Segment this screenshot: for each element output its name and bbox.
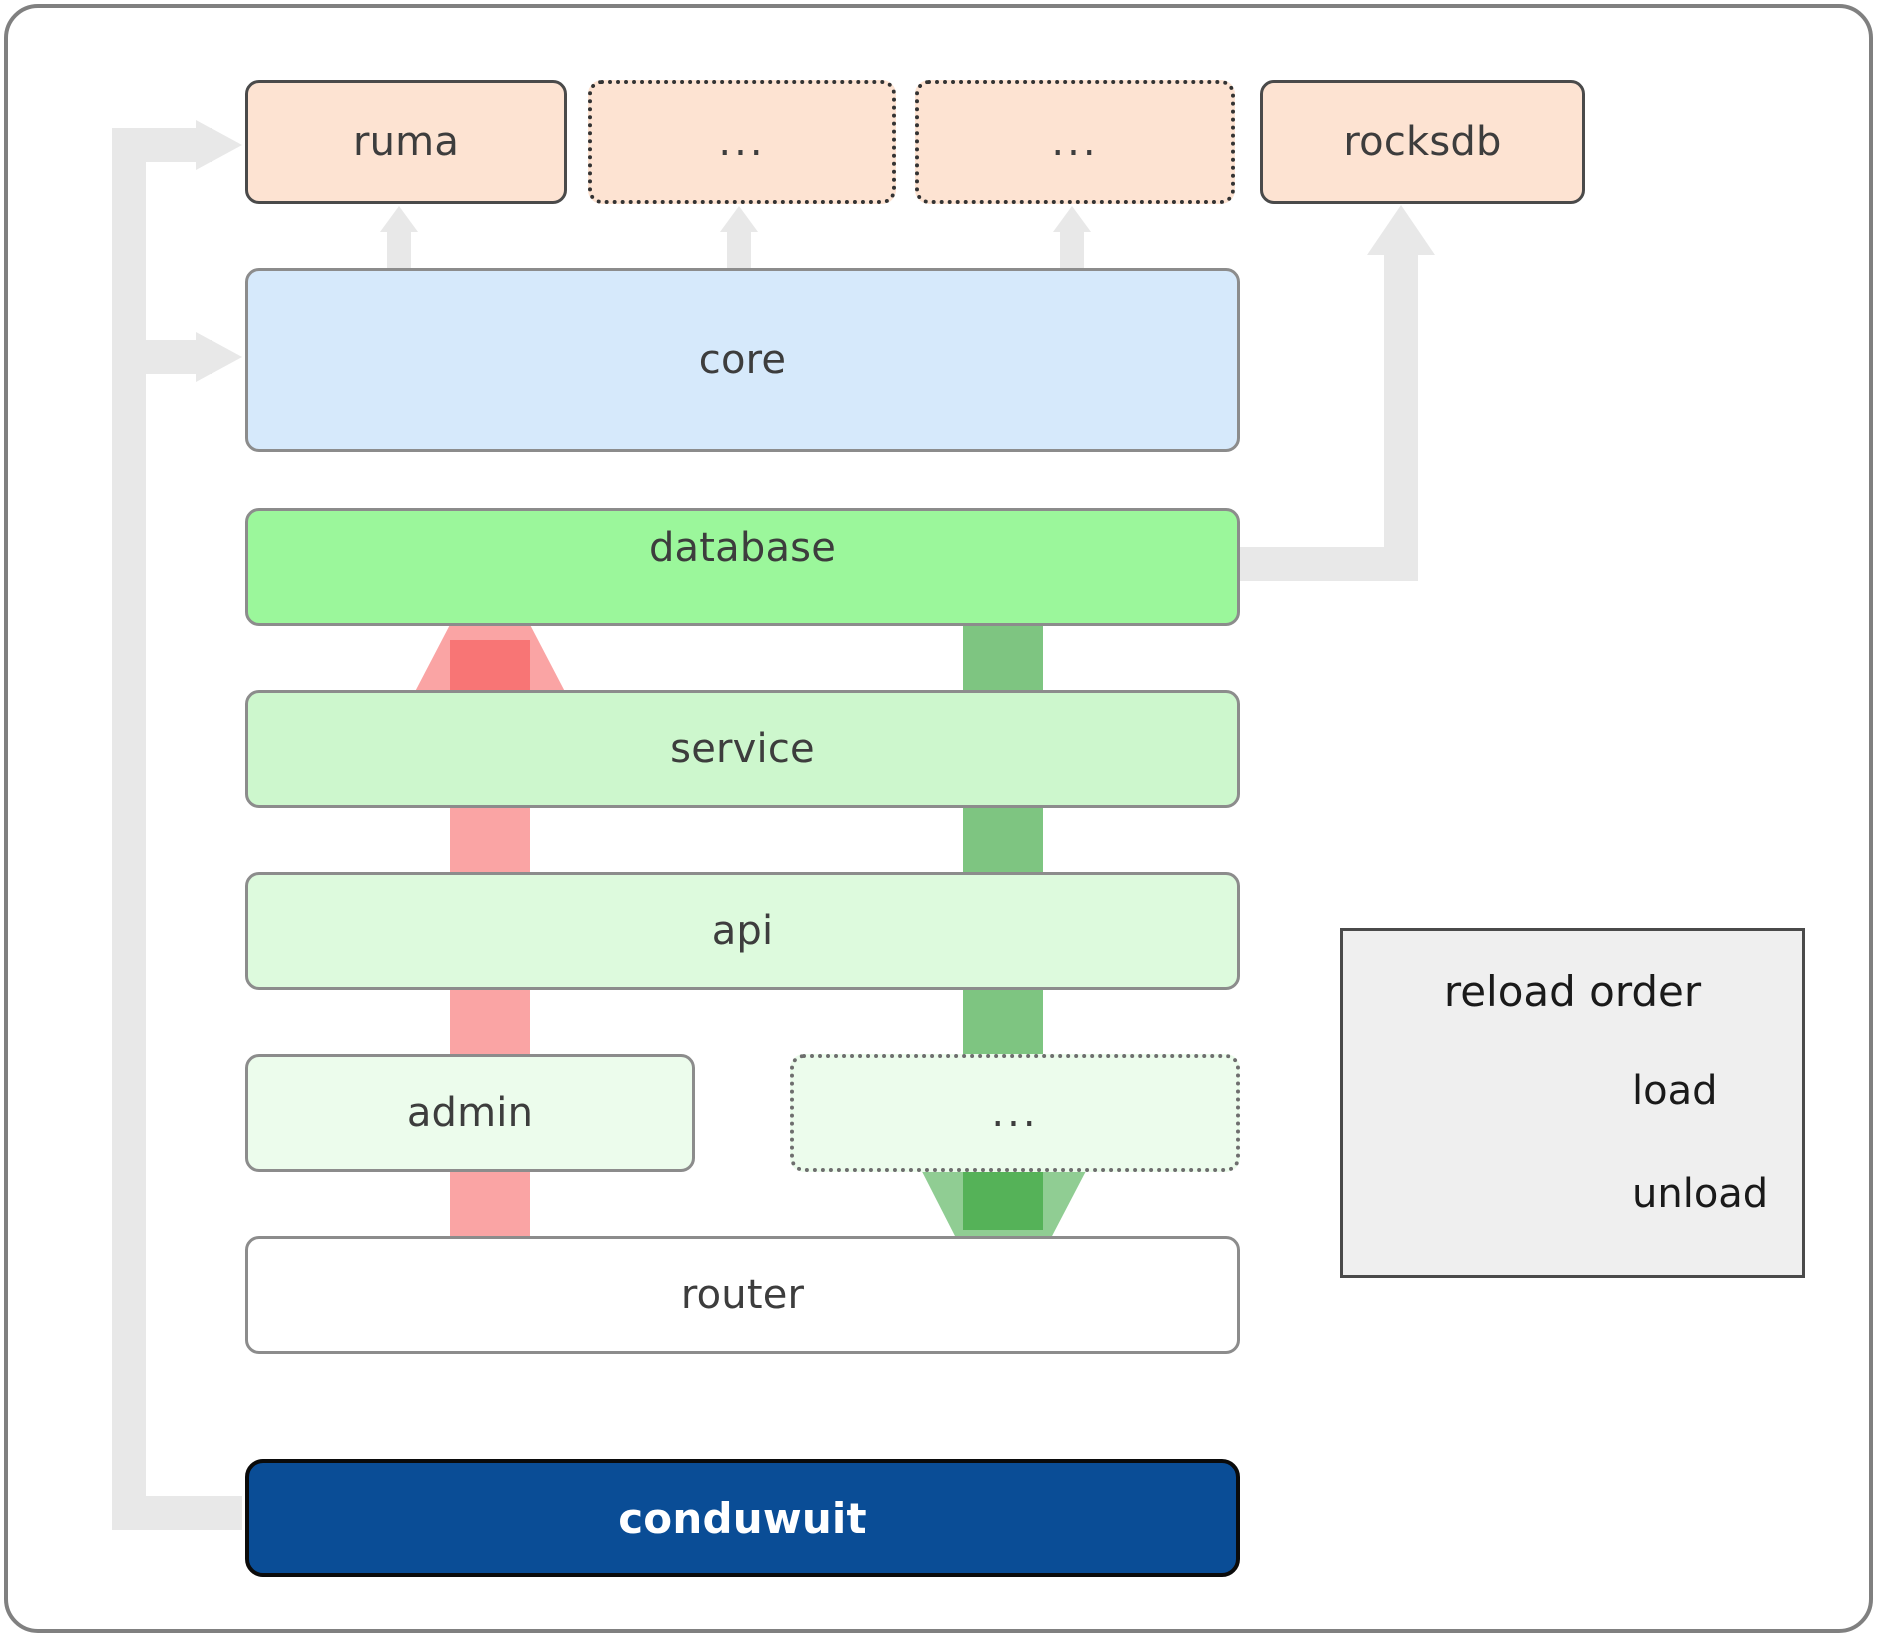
crate-label-placeholder: ...: [991, 1090, 1039, 1136]
legend-label-load: load: [1632, 1068, 1718, 1114]
crate-box-router[interactable]: router: [245, 1236, 1240, 1354]
dependency-box-rocksdb[interactable]: rocksdb: [1260, 80, 1585, 204]
crate-box-placeholder[interactable]: ...: [790, 1054, 1240, 1172]
crate-label-core: core: [698, 337, 787, 383]
dependency-label-placeholder-2: ...: [1051, 119, 1099, 165]
crate-label-service: service: [670, 726, 815, 772]
crate-label-router: router: [680, 1272, 805, 1318]
crate-box-database[interactable]: database: [245, 508, 1240, 626]
dependency-box-placeholder-1[interactable]: ...: [588, 80, 896, 204]
crate-label-api: api: [711, 908, 774, 954]
diagram-frame: [4, 4, 1873, 1633]
legend-panel: reload order: [1340, 928, 1805, 1278]
legend-title: reload order: [1443, 967, 1702, 1016]
crate-box-conduwuit[interactable]: conduwuit: [245, 1459, 1240, 1577]
crate-box-api[interactable]: api: [245, 872, 1240, 990]
dependency-label-ruma: ruma: [352, 119, 460, 165]
dependency-box-placeholder-2[interactable]: ...: [915, 80, 1235, 204]
crate-box-admin[interactable]: admin: [245, 1054, 695, 1172]
crate-label-admin: admin: [406, 1090, 534, 1136]
dependency-label-placeholder-1: ...: [718, 119, 766, 165]
dependency-box-ruma[interactable]: ruma: [245, 80, 567, 204]
crate-box-core[interactable]: core: [245, 268, 1240, 452]
crate-label-conduwuit: conduwuit: [618, 1493, 867, 1543]
dependency-label-rocksdb: rocksdb: [1343, 119, 1502, 165]
legend-label-unload: unload: [1632, 1171, 1769, 1217]
crate-box-service[interactable]: service: [245, 690, 1240, 808]
crate-label-database: database: [648, 525, 837, 571]
